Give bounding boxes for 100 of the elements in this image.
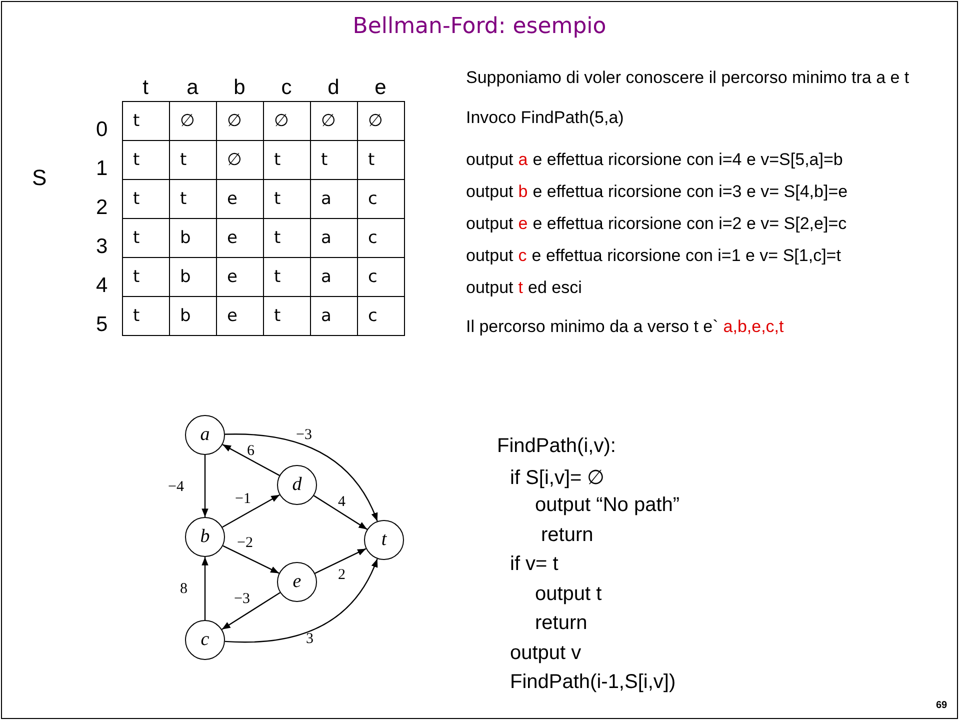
table-cell: c [358,218,404,258]
table-cell: a [310,258,358,296]
text-line: e effettua ricorsione con i=2 e v= S[2,e]=c [532,214,847,234]
table-cell: b [170,218,216,258]
pseudocode-line: output “No path” [535,494,680,517]
table-cell: ∅ [264,102,310,140]
arrow [224,434,378,522]
text-line: output [466,246,514,266]
table-cell: t [310,140,358,180]
table-cell: t [264,296,310,336]
arrow [222,545,280,574]
column-header: b [232,76,246,100]
row-number: 5 [96,313,108,337]
highlighted-path: a,b,e,c,t [723,317,784,337]
column-header: c [280,76,293,100]
table-cell: e [216,258,264,296]
table-cell: e [216,180,264,218]
column-header: e [374,76,388,100]
text-line: output [466,150,514,170]
row-number: 3 [96,235,108,259]
vertex-circle: a [185,415,225,455]
text-line: e effettua ricorsione con i=1 e v= S[1,c]=t [532,246,841,266]
row-number: 4 [96,274,108,298]
table-cell: a [310,218,358,258]
table-cell: e [216,218,264,258]
arrow [222,444,280,476]
table-cell: t [264,218,310,258]
pseudocode-line: output t [535,582,602,606]
table-cell: ∅ [358,102,404,140]
table-cell: b [170,258,216,296]
pseudocode-line: if v= t [510,553,558,576]
text-line: Invoco FindPath(5,a) [466,108,624,128]
table-cell: t [122,102,170,140]
text-line: e effettua ricorsione con i=3 e v= S[4,b]=e [532,182,848,202]
text-paragraph: Supponiamo di voler conoscere il percorso minimo tra a e t [466,68,910,87]
table-cell: ∅ [170,102,216,140]
edge-label: −3 [296,428,312,443]
edge-label: 6 [247,444,254,459]
table-cell: ∅ [216,140,264,180]
highlighted-letter: t [518,278,523,298]
table-cell: t [122,140,170,180]
table-cell: t [264,258,310,296]
edge-label: 2 [338,568,346,583]
column-header: a [186,76,200,100]
arrow [224,558,378,643]
table-cell: t [264,180,310,218]
edge-label: 8 [180,582,188,597]
table-cell: ∅ [310,102,358,140]
table-cell: c [358,180,404,218]
vertex-circle: d [277,465,317,505]
text-line: output [466,214,514,234]
text-line: output [466,278,514,298]
pseudocode-line: return [541,524,594,546]
vertex-circle: t [364,520,404,560]
table-cell: t [122,180,170,218]
table-cell: c [358,258,404,296]
edge-label: −1 [235,492,251,507]
vertex-circle: e [277,562,317,602]
edge-label: −4 [168,480,184,495]
pseudocode-line: FindPath(i,v): [497,435,616,458]
table-cell: t [122,296,170,336]
table-cell: a [310,296,358,336]
edge-label: −3 [234,592,250,607]
table-cell: ∅ [216,102,264,140]
highlighted-letter: b [518,182,528,202]
highlighted-letter: e [518,214,528,234]
table-cell: t [358,140,404,180]
arrow [222,592,280,630]
highlighted-letter: c [518,246,527,266]
column-header: d [326,76,340,100]
vertex-circle: c [185,620,225,660]
arrow [314,495,368,530]
table-cell: e [216,296,264,336]
text-line: e effettua ricorsione con i=4 e v=S[5,a]=b [532,150,843,170]
table-cell: b [170,296,216,336]
table-cell: t [264,140,310,180]
table-cell: t [170,140,216,180]
text-line: Il percorso minimo da a verso t e` [466,317,718,337]
arrow [202,455,208,517]
arrow [222,494,280,528]
text-line: output [466,182,514,202]
vertex-circle: b [185,517,225,557]
slide-title: Bellman-Ford: esempio [352,14,608,39]
pseudocode-line: FindPath(i-1,S[i,v]) [510,671,676,694]
column-header: t [142,76,150,100]
table-name: S [32,165,47,191]
arrow [314,548,366,574]
text-line: ed esci [528,278,582,298]
row-number: 2 [96,196,108,220]
pseudocode-line: return [535,612,588,635]
edge-label: −2 [237,536,253,551]
row-number: 1 [96,157,108,181]
row-number: 0 [96,118,108,142]
highlighted-letter: a [518,150,528,170]
page-number: 69 [936,700,948,711]
table-cell: t [170,180,216,218]
edge-label: 4 [338,495,346,510]
pseudocode-line: output v [510,642,582,664]
table-cell: a [310,180,358,218]
pseudocode-line: if S[i,v]= ∅ [510,466,604,490]
